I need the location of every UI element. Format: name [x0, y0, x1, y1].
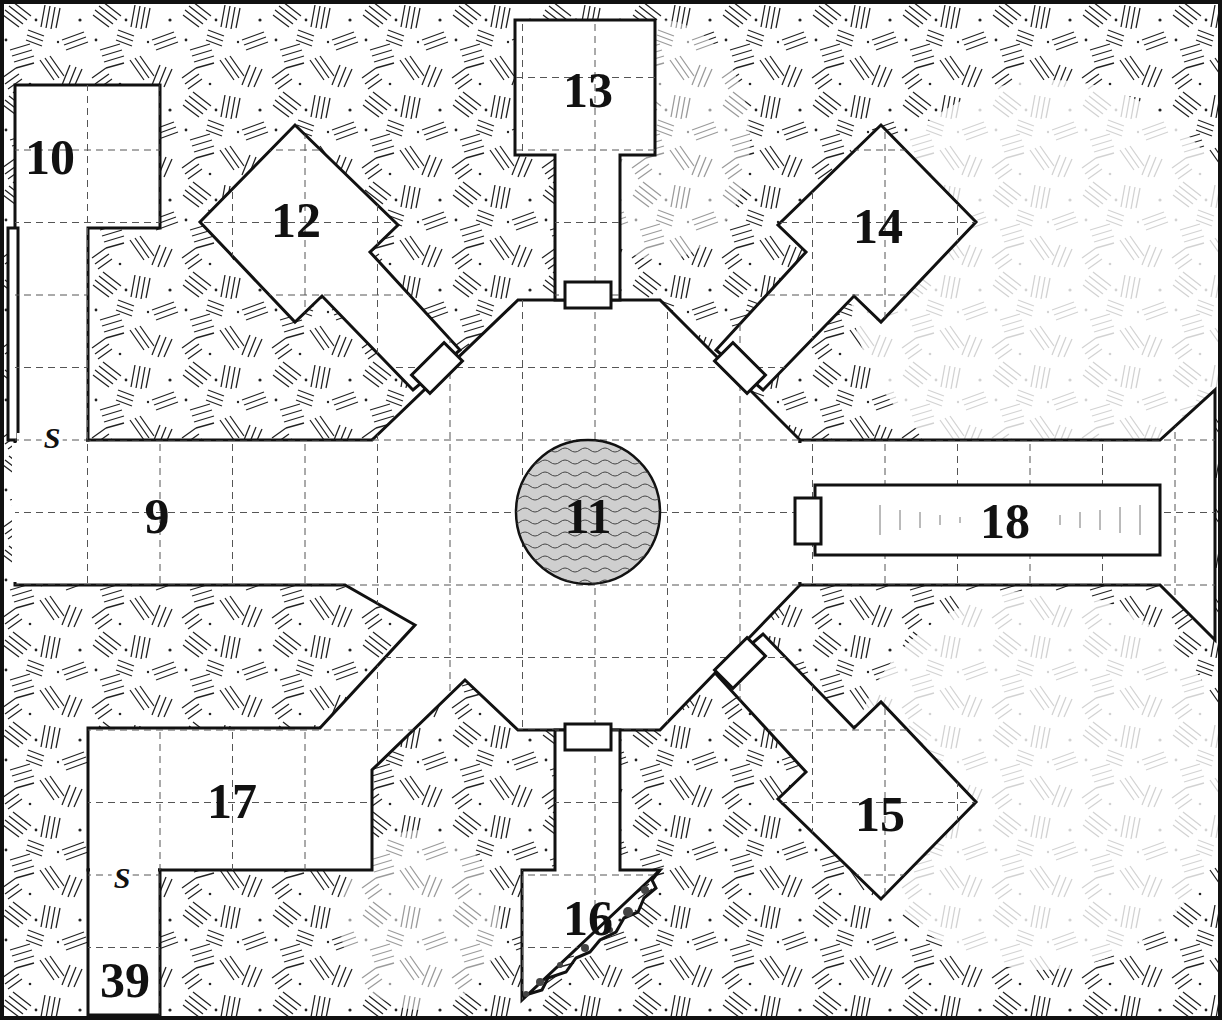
corridor-18	[815, 485, 1160, 555]
door	[412, 343, 463, 394]
room-floor	[515, 20, 655, 300]
grid-line	[1175, 0, 1176, 1020]
grid-line	[0, 585, 1222, 586]
room-number: 12	[271, 195, 321, 245]
grid-line	[0, 150, 1222, 151]
rubble	[523, 886, 649, 997]
secret-door-symbol: S	[42, 423, 63, 453]
room-floor	[522, 730, 660, 1000]
room-number: 39	[100, 955, 150, 1005]
room-floor	[716, 634, 976, 899]
grid-line	[0, 5, 1222, 6]
rubble-edge	[522, 870, 660, 996]
grid-line	[0, 367, 1222, 368]
room-number: 14	[853, 201, 903, 251]
room-number: 10	[25, 132, 75, 182]
door	[795, 498, 821, 544]
room-floor	[716, 125, 976, 390]
grid-line	[0, 222, 1222, 223]
door	[715, 638, 766, 689]
room-number: 15	[855, 789, 905, 839]
doors	[412, 282, 821, 750]
grid-line	[232, 0, 233, 1020]
grid-line	[305, 0, 306, 1020]
grid-line	[0, 802, 1222, 803]
rooms	[8, 20, 1215, 1015]
pool	[516, 440, 660, 584]
room-floor	[200, 125, 460, 390]
room-number: 13	[563, 65, 613, 115]
grid-line	[0, 875, 1222, 876]
door	[715, 343, 766, 394]
grid-line	[667, 0, 668, 1020]
room-floor	[8, 228, 18, 440]
grid-line	[0, 440, 1222, 441]
room-number: 17	[207, 776, 257, 826]
grid-line	[0, 947, 1222, 948]
room-number: 16	[563, 893, 613, 943]
secret-door-symbol: S	[112, 863, 133, 893]
door	[565, 724, 611, 750]
room-number: 18	[980, 496, 1030, 546]
grid-line	[377, 0, 378, 1020]
pool-water	[516, 440, 660, 584]
room-number: 9	[145, 491, 170, 541]
grid-line	[0, 657, 1222, 658]
floor-joins	[12, 433, 804, 873]
grid-line	[740, 0, 741, 1020]
room-number: 11	[564, 491, 611, 541]
grid-line	[450, 0, 451, 1020]
door	[565, 282, 611, 308]
room-floor	[800, 390, 1215, 640]
grid-line	[87, 0, 88, 1020]
